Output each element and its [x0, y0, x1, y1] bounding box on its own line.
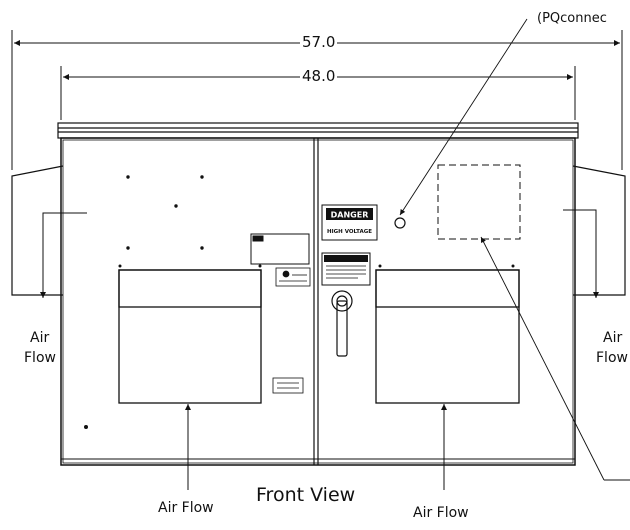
meter-window-outline	[437, 164, 521, 240]
warning-panel	[321, 252, 371, 286]
airflow-right-line1: Air	[603, 330, 623, 346]
top-callout-label: (PQconnec	[537, 11, 607, 26]
mounting-holes	[84, 175, 515, 429]
overall-width-dimension: 57.0	[300, 33, 338, 51]
bottom-label	[272, 377, 304, 394]
warning-label-small	[275, 267, 311, 287]
dimension-overall	[11, 30, 623, 170]
danger-sign-subtext: HIGH VOLTAGE	[327, 229, 372, 235]
indicator-light	[394, 217, 406, 229]
airflow-bottom-right: Air Flow	[413, 505, 469, 521]
vent-hood-right	[375, 269, 520, 404]
danger-sign: DANGER HIGH VOLTAGE	[321, 204, 378, 241]
airflow-arrow-left	[40, 212, 87, 298]
airflow-right-line2: Flow	[596, 350, 628, 366]
callout-leaders	[399, 18, 630, 481]
airflow-arrow-right	[563, 209, 599, 298]
airflow-left-line1: Air	[30, 330, 50, 346]
view-title: Front View	[256, 484, 356, 506]
danger-sign-text: DANGER	[331, 211, 369, 220]
airflow-bottom-left: Air Flow	[158, 500, 214, 516]
nameplate	[250, 233, 310, 265]
side-hood-right	[572, 165, 626, 296]
cabinet-body	[60, 137, 576, 466]
vent-hood-left	[118, 269, 262, 404]
airflow-left-line2: Flow	[24, 350, 56, 366]
cabinet-top	[57, 122, 579, 139]
cabinet-width-dimension: 48.0	[300, 67, 338, 85]
side-hood-left	[11, 165, 64, 296]
disconnect-handle	[331, 290, 353, 357]
